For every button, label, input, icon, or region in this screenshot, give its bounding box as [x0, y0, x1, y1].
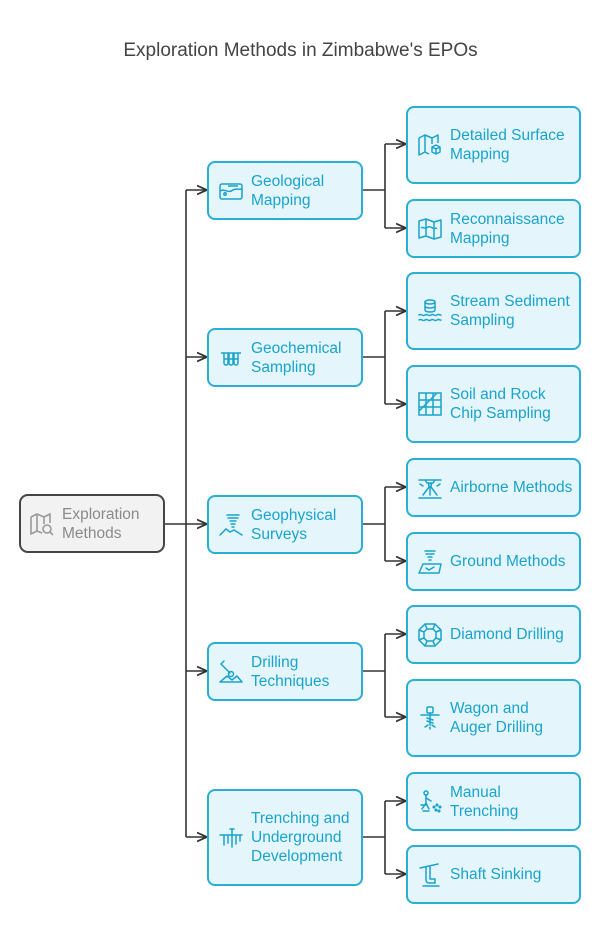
leaf-manual-trenching[interactable]: Manual Trenching: [406, 772, 581, 831]
leaf-label: Soil and Rock Chip Sampling: [450, 386, 551, 422]
category-geophysical-surveys[interactable]: Geophysical Surveys: [207, 495, 363, 554]
leaf-label: Manual Trenching: [450, 783, 519, 820]
leaf-label: Diamond Drilling: [450, 626, 564, 643]
leaf-reconnaissance-mapping[interactable]: Reconnaissance Mapping: [406, 199, 581, 258]
diagram-title: Exploration Methods in Zimbabwe's EPOs: [123, 40, 478, 61]
category-label: Trenching and Underground Development: [251, 810, 350, 865]
root-node[interactable]: Exploration Methods: [19, 494, 165, 553]
leaf-stream-sediment-sampling[interactable]: Stream Sediment Sampling: [406, 272, 581, 350]
map-cube-icon: [417, 132, 443, 158]
auger-drill-icon: [417, 705, 443, 731]
excavator-icon: [218, 825, 244, 851]
folded-map-icon: [417, 216, 443, 242]
leaf-shaft-sinking[interactable]: Shaft Sinking: [406, 845, 581, 904]
drill-rig-icon: [218, 659, 244, 685]
leaf-label: Reconnaissance Mapping: [450, 210, 565, 247]
leaf-detailed-surface-mapping[interactable]: Detailed Surface Mapping: [406, 106, 581, 184]
leaf-label: Wagon and Auger Drilling: [450, 700, 544, 736]
leaf-label: Airborne Methods: [450, 479, 573, 496]
grid-sample-icon: [417, 391, 443, 417]
aerial-scan-icon: [417, 475, 443, 501]
tornado-terrain-icon: [218, 512, 244, 538]
category-trenching-underground[interactable]: Trenching and Underground Development: [207, 789, 363, 886]
root-label: Exploration Methods: [62, 505, 140, 542]
ground-scan-icon: [417, 549, 443, 575]
map-search-icon: [29, 511, 55, 537]
digging-person-icon: [417, 789, 443, 815]
category-label: Geophysical Surveys: [251, 506, 337, 543]
shaft-icon: [417, 862, 443, 888]
leaf-label: Stream Sediment Sampling: [450, 293, 570, 329]
test-tubes-icon: [218, 345, 244, 371]
leaf-label: Ground Methods: [450, 553, 566, 570]
category-geochemical-sampling[interactable]: Geochemical Sampling: [207, 328, 363, 387]
leaf-ground-methods[interactable]: Ground Methods: [406, 532, 581, 591]
leaf-airborne-methods[interactable]: Airborne Methods: [406, 458, 581, 517]
category-label: Drilling Techniques: [251, 653, 330, 690]
leaf-diamond-drilling[interactable]: Diamond Drilling: [406, 605, 581, 664]
category-drilling-techniques[interactable]: Drilling Techniques: [207, 642, 363, 701]
map-layers-icon: [218, 178, 244, 204]
diamond-bit-icon: [417, 622, 443, 648]
category-label: Geochemical Sampling: [251, 339, 342, 376]
leaf-wagon-auger-drilling[interactable]: Wagon and Auger Drilling: [406, 679, 581, 757]
water-stack-icon: [417, 298, 443, 324]
category-geological-mapping[interactable]: Geological Mapping: [207, 161, 363, 220]
leaf-label: Detailed Surface Mapping: [450, 127, 565, 163]
leaf-label: Shaft Sinking: [450, 866, 542, 883]
leaf-soil-rock-chip-sampling[interactable]: Soil and Rock Chip Sampling: [406, 365, 581, 443]
category-label: Geological Mapping: [251, 172, 325, 209]
